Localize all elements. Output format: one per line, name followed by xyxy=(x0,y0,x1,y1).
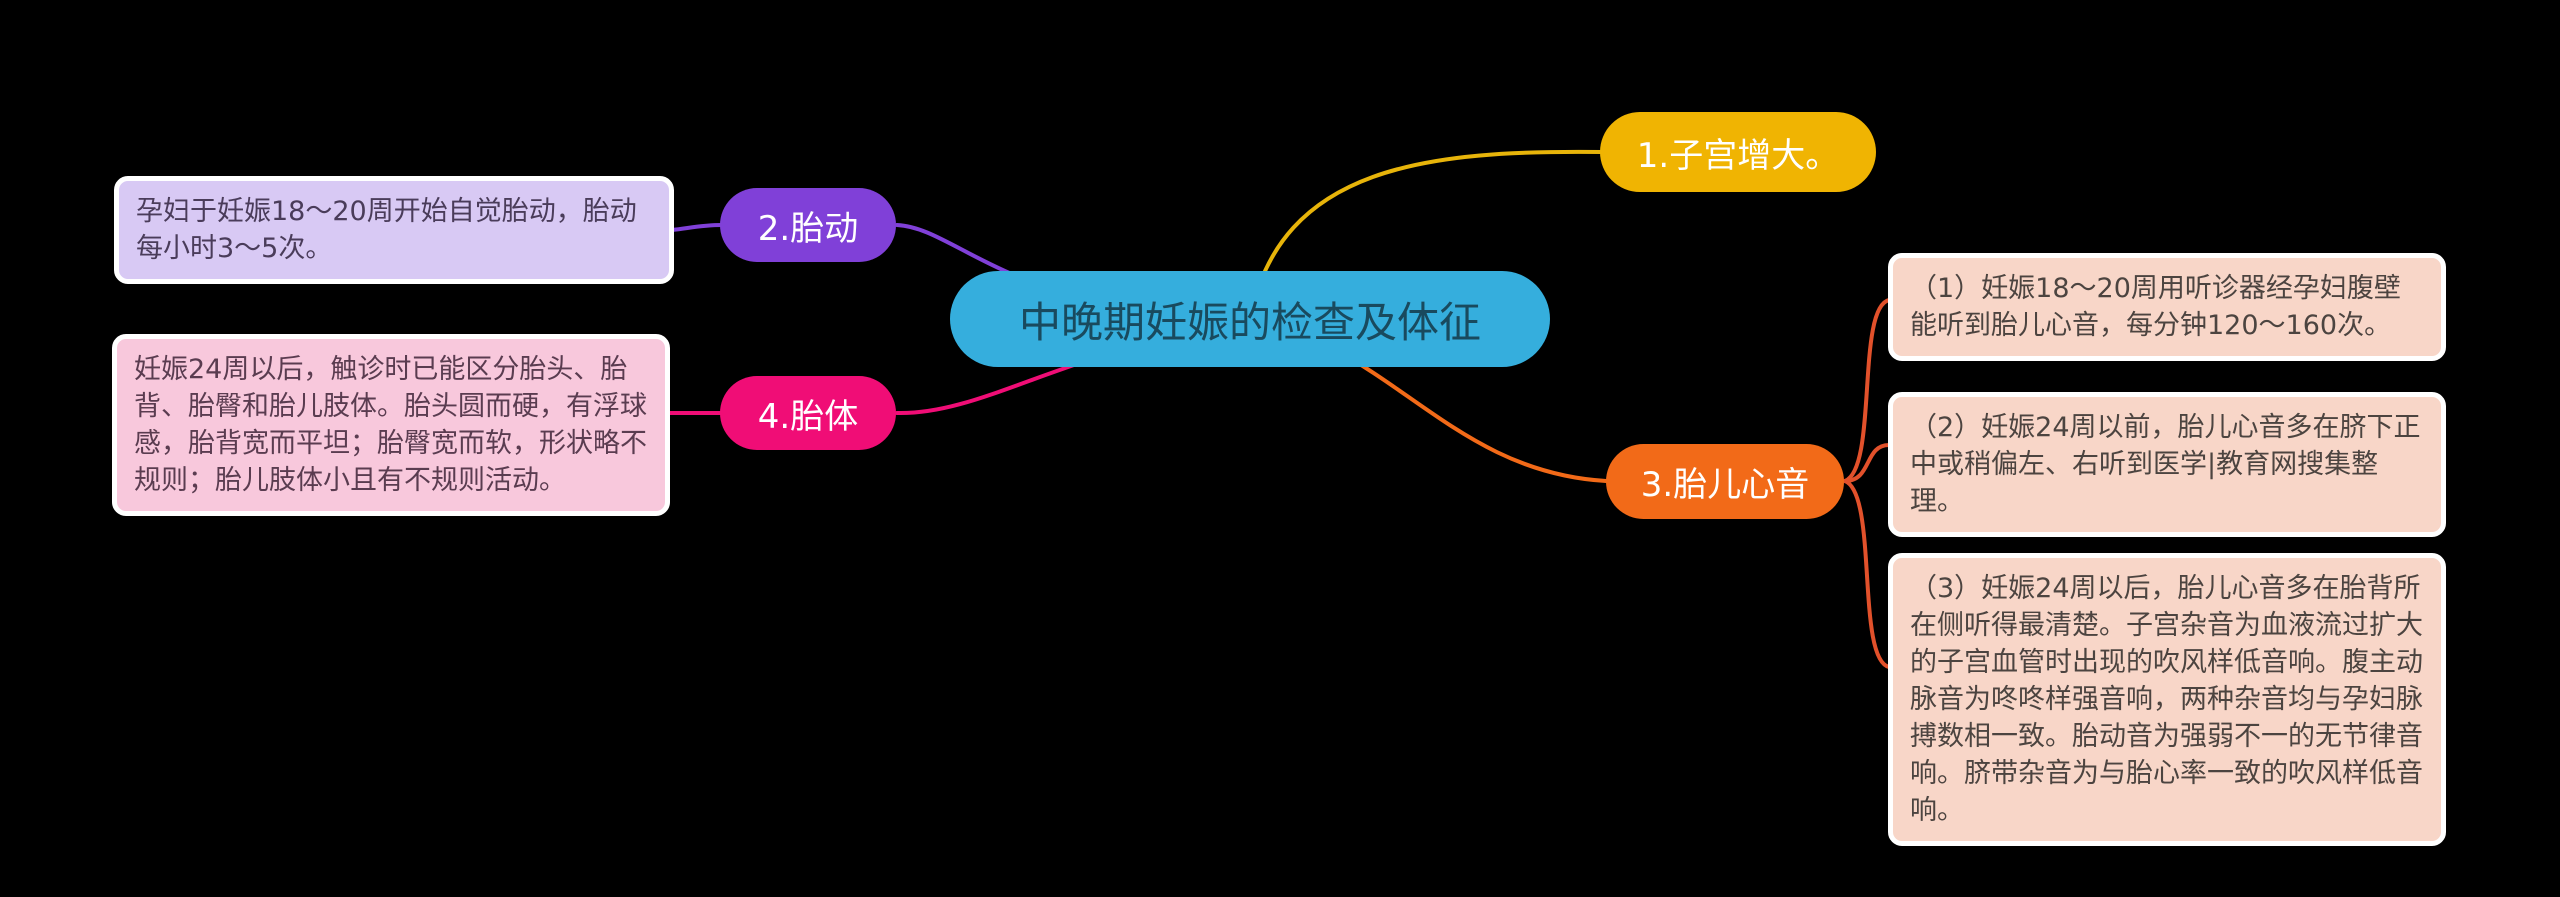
branch-uterus-enlargement[interactable]: 1.子宫增大。 xyxy=(1600,112,1876,192)
note-fetal-heart-2-text: （2）妊娠24周以前，胎儿心音多在脐下正中或稍偏左、右听到医学|教育网搜集整理。 xyxy=(1910,412,2421,517)
note-fetal-heart-3[interactable]: （3）妊娠24周以后，胎儿心音多在胎背所在侧听得最清楚。子宫杂音为血液流过扩大的… xyxy=(1888,553,2446,846)
note-fetal-heart-1-text: （1）妊娠18～20周用听诊器经孕妇腹壁能听到胎儿心音，每分钟120～160次。 xyxy=(1910,273,2401,341)
branch-fetal-body-label: 4.胎体 xyxy=(757,396,859,437)
branch-fetal-body[interactable]: 4.胎体 xyxy=(720,376,896,450)
note-fetal-heart-2[interactable]: （2）妊娠24周以前，胎儿心音多在脐下正中或稍偏左、右听到医学|教育网搜集整理。 xyxy=(1888,392,2446,537)
central-topic[interactable]: 中晚期妊娠的检查及体征 xyxy=(950,271,1550,367)
branch-uterus-label: 1.子宫增大。 xyxy=(1636,135,1840,176)
branch-fetal-heart[interactable]: 3.胎儿心音 xyxy=(1606,444,1844,519)
note-fetal-movement[interactable]: 孕妇于妊娠18～20周开始自觉胎动，胎动每小时3～5次。 xyxy=(114,176,674,284)
branch-fetal-heart-label: 3.胎儿心音 xyxy=(1640,465,1810,505)
note-fetal-body[interactable]: 妊娠24周以后，触诊时已能区分胎头、胎背、胎臀和胎儿肢体。胎头圆而硬，有浮球感，… xyxy=(112,334,670,516)
edge-uterus xyxy=(1248,149,1604,321)
central-topic-label: 中晚期妊娠的检查及体征 xyxy=(1018,297,1481,347)
note-fetal-heart-1[interactable]: （1）妊娠18～20周用听诊器经孕妇腹壁能听到胎儿心音，每分钟120～160次。 xyxy=(1888,253,2446,361)
note-fetal-body-text: 妊娠24周以后，触诊时已能区分胎头、胎背、胎臀和胎儿肢体。胎头圆而硬，有浮球感，… xyxy=(134,354,647,496)
note-fetal-movement-text: 孕妇于妊娠18～20周开始自觉胎动，胎动每小时3～5次。 xyxy=(136,196,637,264)
edge-movement-note xyxy=(670,223,724,232)
note-fetal-heart-3-text: （3）妊娠24周以后，胎儿心音多在胎背所在侧听得最清楚。子宫杂音为血液流过扩大的… xyxy=(1910,573,2423,826)
branch-fetal-movement-label: 2.胎动 xyxy=(757,208,859,249)
edge-heart-note3 xyxy=(1843,479,1891,669)
edge-heart-note2 xyxy=(1843,443,1891,483)
edge-heart-note1 xyxy=(1843,298,1891,483)
branch-fetal-movement[interactable]: 2.胎动 xyxy=(720,188,896,262)
